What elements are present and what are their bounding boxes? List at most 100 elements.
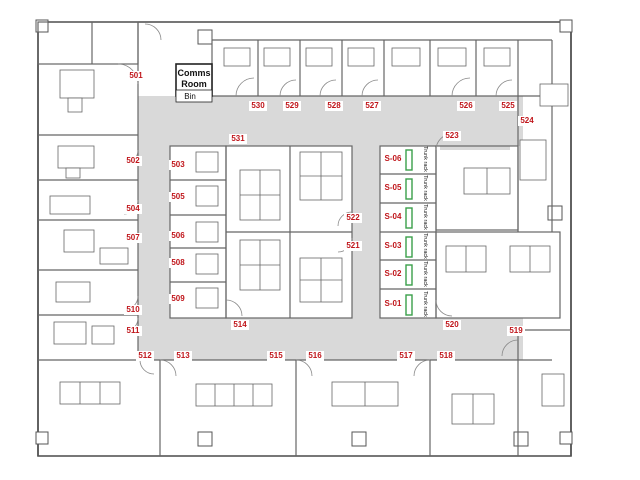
trunk-rack-label: Trunk rack	[422, 175, 428, 201]
comms-room-line1: Comms	[177, 68, 210, 78]
room-label-bg	[518, 116, 536, 126]
room-label-510: 510	[124, 305, 142, 315]
room-label-512: 512	[136, 351, 154, 361]
server-label-bg	[382, 154, 404, 164]
room-number: 509	[171, 294, 185, 303]
trunk-rack-label: Trunk rack	[422, 261, 428, 287]
room-number: 514	[233, 320, 247, 329]
room-label-bg	[136, 351, 154, 361]
trunk-rack-label: Trunk rack	[422, 204, 428, 230]
comms-room-line2: Room	[181, 79, 207, 89]
room-label-528: 528	[325, 101, 343, 111]
room-label-bg	[499, 101, 517, 111]
room-label-bg	[127, 71, 145, 81]
room-label-bg	[124, 204, 142, 214]
server-room-number: S-01	[385, 299, 402, 308]
room-label-520: 520	[443, 320, 461, 330]
room-number: 511	[127, 326, 140, 335]
room-label-bg	[457, 101, 475, 111]
room-label-bg	[124, 326, 142, 336]
server-label-bg	[382, 212, 404, 222]
room-label-bg	[283, 101, 301, 111]
room-label-bg	[437, 351, 455, 361]
server-room-number: S-05	[385, 183, 402, 192]
room-label-bg	[169, 294, 187, 304]
room-number: 516	[308, 351, 322, 360]
room-label-517: 517	[397, 351, 415, 361]
room-label-bg	[229, 134, 247, 144]
room-label-525: 525	[499, 101, 517, 111]
room-label-515: 515	[267, 351, 285, 361]
room-number: 531	[231, 134, 245, 143]
outer-columns	[35, 19, 573, 447]
room-number: 506	[171, 231, 185, 240]
room-label-bg	[325, 101, 343, 111]
room-number: 502	[126, 156, 140, 165]
room-number: 510	[126, 305, 140, 314]
room-label-509: 509	[169, 294, 187, 304]
trunk-rack-icon	[405, 294, 413, 316]
server-room-S-01: S-01 Trunk rack	[382, 291, 428, 317]
room-label-bg	[249, 101, 267, 111]
room-label-bg	[344, 213, 362, 223]
room-label-513: 513	[174, 351, 192, 361]
trunk-rack-icon	[405, 178, 413, 200]
trunk-rack-icon	[405, 149, 413, 171]
server-label-bg	[382, 269, 404, 279]
trunk-rack-icon	[405, 264, 413, 286]
room-label-bg	[124, 233, 142, 243]
room-number: 524	[520, 116, 534, 125]
room-label-507: 507	[124, 233, 142, 243]
building-walls	[37, 21, 572, 457]
room-number: 512	[138, 351, 152, 360]
room-number: 507	[126, 233, 140, 242]
room-number: 523	[445, 131, 459, 140]
room-label-bg	[231, 320, 249, 330]
room-number: 504	[126, 204, 140, 213]
room-label-505: 505	[169, 192, 187, 202]
trunk-rack-icon	[405, 207, 413, 229]
server-label-bg	[382, 241, 404, 251]
server-room-S-06: S-06 Trunk rack	[382, 146, 428, 172]
room-label-503: 503	[169, 160, 187, 170]
room-number: 525	[501, 101, 515, 110]
room-label-bg	[363, 101, 381, 111]
room-label-bg	[124, 305, 142, 315]
room-label-bg	[174, 351, 192, 361]
room-number: 522	[346, 213, 360, 222]
room-label-bg	[169, 231, 187, 241]
room-label-516: 516	[306, 351, 324, 361]
room-label-bg	[397, 351, 415, 361]
server-label-bg	[382, 299, 404, 309]
room-label-526: 526	[457, 101, 475, 111]
server-room-number: S-04	[385, 212, 402, 221]
trunk-rack-label: Trunk rack	[422, 146, 428, 172]
room-number: 503	[171, 160, 185, 169]
room-label-bg	[169, 258, 187, 268]
room-label-bg	[507, 326, 525, 336]
room-number: 518	[439, 351, 453, 360]
room-label-bg	[306, 351, 324, 361]
server-room-number: S-03	[385, 241, 402, 250]
room-number: 529	[285, 101, 299, 110]
trunk-rack-label: Trunk rack	[422, 291, 428, 317]
room-number: 528	[327, 101, 341, 110]
room-label-506: 506	[169, 231, 187, 241]
room-label-bg	[344, 241, 362, 251]
room-label-508: 508	[169, 258, 187, 268]
room-label-511: 511	[124, 326, 142, 336]
room-label-529: 529	[283, 101, 301, 111]
room-label-502: 502	[124, 156, 142, 166]
server-room-number: S-06	[385, 154, 402, 163]
room-number: 515	[269, 351, 283, 360]
server-room-S-05: S-05 Trunk rack	[382, 175, 428, 201]
room-number: 526	[459, 101, 473, 110]
room-label-527: 527	[363, 101, 381, 111]
server-label-bg	[382, 183, 404, 193]
room-label-530: 530	[249, 101, 267, 111]
comms-room: Comms Room Bin	[175, 63, 213, 103]
